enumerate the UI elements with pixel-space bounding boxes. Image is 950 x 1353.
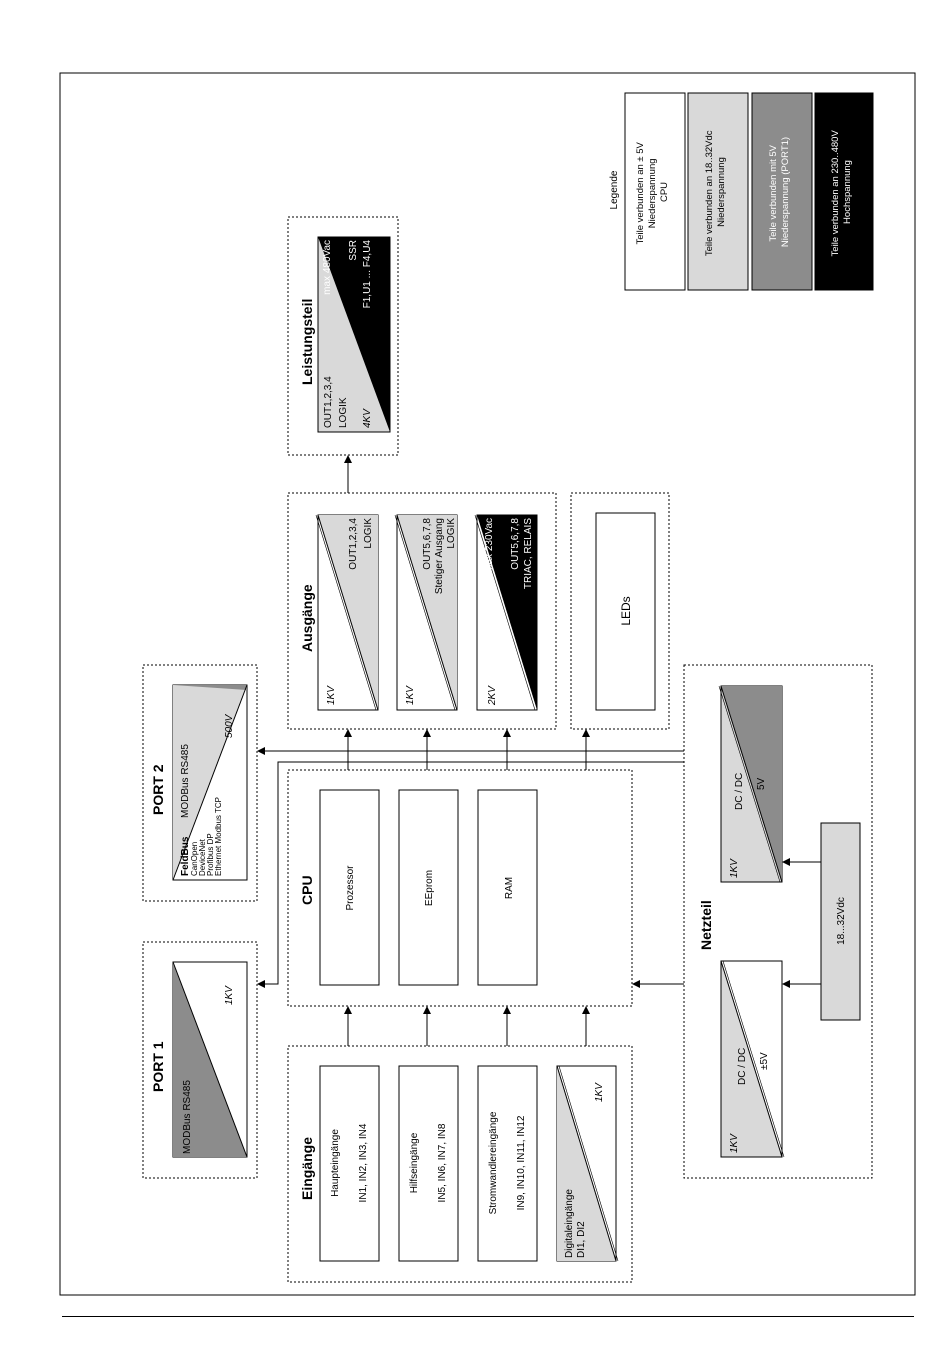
leds-block: [595, 512, 656, 711]
legend-cpu-text: Teile verbunden an ± 5V Niederspannung C…: [635, 139, 670, 244]
ram-block: [477, 789, 538, 986]
legend-5v-swatch: [751, 92, 813, 291]
digital-channels: DI1, DI2: [576, 1221, 587, 1258]
eingaenge-section: Eingänge Haupteingänge IN1, IN2, IN3, IN…: [287, 1045, 633, 1283]
relais-channels: OUT5,6,7,8: [510, 518, 521, 570]
out1-logik: LOGIK: [363, 518, 374, 549]
processor-block: [319, 789, 380, 986]
relais-max: max 230Vac: [484, 518, 495, 573]
out1-channels: OUT1,2,3,4: [348, 518, 359, 570]
hilfs-block: [398, 1065, 459, 1262]
legend-18-32vdc-swatch: [687, 92, 749, 291]
port1-isolation: 1KV: [224, 985, 235, 1005]
port2-section: PORT 2 FeldBus CanOpen DeviceNet Profibu…: [142, 664, 258, 902]
port2-modbus: MODBus RS485: [180, 744, 191, 818]
netzteil-section: Netzteil 1KV DC / DC 5V 1KV DC / DC ±5V …: [683, 664, 873, 1179]
arrow-netzteil-port1: [257, 761, 684, 988]
digital-label: Digitaleingänge: [564, 1189, 575, 1258]
leistungsteil-max: max 480Vac: [322, 240, 333, 295]
out5-logik: LOGIK: [446, 518, 457, 549]
out5-stetig: Stetiger Ausgang: [434, 518, 445, 594]
supply-block: [820, 822, 861, 1021]
leistungsteil-isolation: 4KV: [362, 408, 373, 428]
relais-hv-region: [477, 515, 537, 710]
eingaenge-frame: [287, 1045, 633, 1283]
digital-isolation: 1KV: [594, 1082, 605, 1102]
leds-section: LEDs: [570, 492, 670, 730]
leds-label: LEDs: [619, 596, 633, 625]
dcdc-cpu-label: DC / DC: [737, 1048, 748, 1085]
port2-protocol-2: Profibus DP: [206, 833, 215, 876]
out5-channels: OUT5,6,7,8: [422, 518, 433, 570]
legend-hv-swatch: [814, 92, 874, 291]
eingaenge-title: Eingänge: [299, 1137, 315, 1200]
hilfs-channels: IN5, IN6, IN7, IN8: [437, 1123, 448, 1202]
dcdc-port-voltage: 5V: [756, 777, 767, 790]
strom-block: [477, 1065, 538, 1262]
cpu-frame: [287, 769, 633, 1007]
netzteil-frame: [683, 664, 873, 1179]
leistungsteil-out: OUT1,2,3,4: [323, 376, 334, 428]
leistungsteil-frame: [287, 216, 399, 456]
ausgaenge-section: Ausgänge 1KV OUT1,2,3,4 LOGIK 1KV OUT5,6…: [287, 492, 557, 730]
legend-18-32vdc-text: Teile verbunden an 18..32Vdc Niederspann…: [704, 128, 727, 256]
dcdc-port-label: DC / DC: [734, 773, 745, 810]
leistungsteil-logik: LOGIK: [338, 397, 349, 428]
relais-isolation: 2KV: [487, 685, 498, 706]
port1-modbus: MODBus RS485: [182, 1080, 193, 1154]
port2-title: PORT 2: [150, 764, 166, 815]
port2-frame: [142, 664, 258, 902]
port2-protocol-0: CanOpen: [190, 842, 199, 876]
dcdc-cpu-voltage: ±5V: [759, 1052, 770, 1070]
haupt-channels: IN1, IN2, IN3, IN4: [358, 1123, 369, 1202]
leistungsteil-title: Leistungsteil: [299, 299, 315, 385]
legend: Legende Teile verbunden an ± 5V Niedersp…: [609, 92, 874, 291]
relais-type: TRIAC, RELAIS: [523, 518, 534, 589]
port1-frame: [142, 941, 258, 1179]
legend-5v-text: Teile verbunden mit 5V Niederspannung (P…: [768, 137, 791, 247]
strom-label: Stromwandlereingänge: [488, 1111, 499, 1214]
hilfs-label: Hilfseingänge: [409, 1132, 420, 1193]
footer-rule: [62, 1316, 914, 1317]
haupt-block: [319, 1065, 380, 1262]
strom-channels: IN9, IN10, IN11, IN12: [516, 1115, 527, 1210]
legend-hv-text: Teile verbunden an 230..480V Hochspannun…: [830, 128, 853, 257]
port2-protocol-3: Ethernet Modbus TCP: [214, 797, 223, 876]
cpu-section: CPU Prozessor EEprom RAM: [287, 769, 633, 1007]
port1-title: PORT 1: [150, 1041, 166, 1092]
supply-label: 18...32Vdc: [836, 897, 847, 945]
out5-isolation: 1KV: [405, 685, 416, 705]
port2-bus: FeldBus: [180, 836, 191, 876]
dcdc-port-isolation: 1KV: [729, 858, 740, 878]
out1-isolation: 1KV: [326, 685, 337, 705]
leistungsteil-section: Leistungsteil OUT1,2,3,4 LOGIK 4KV max 4…: [287, 216, 399, 456]
legend-title: Legende: [609, 170, 620, 209]
port1-section: PORT 1 MODBus RS485 1KV: [142, 941, 258, 1179]
cpu-title: CPU: [299, 875, 315, 905]
leistungsteil-ssr: SSR: [348, 240, 359, 261]
processor-label: Prozessor: [345, 865, 356, 911]
leds-frame: [570, 492, 670, 730]
haupt-label: Haupteingänge: [330, 1129, 341, 1197]
page-frame: [59, 72, 916, 1296]
leistungsteil-channels: F1,U1 ... F4,U4: [362, 240, 373, 309]
ram-label: RAM: [504, 877, 515, 899]
ausgaenge-frame: [287, 492, 557, 730]
leistungsteil-hv-region: [318, 237, 390, 432]
connections: [257, 455, 821, 1046]
eeprom-block: [398, 789, 459, 986]
port2-isolation: 500V: [224, 713, 235, 738]
port2-protocol-1: DeviceNet: [198, 838, 207, 876]
eeprom-label: EEprom: [424, 870, 435, 906]
netzteil-title: Netzteil: [698, 900, 714, 950]
dcdc-cpu-isolation: 1KV: [729, 1133, 740, 1153]
ausgaenge-title: Ausgänge: [299, 584, 315, 652]
legend-cpu-swatch: [624, 92, 686, 291]
